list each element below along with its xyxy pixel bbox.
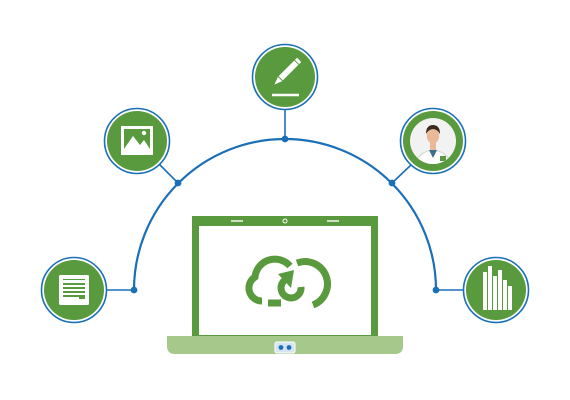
bar-chart-icon bbox=[483, 266, 512, 310]
node-doctor[interactable] bbox=[399, 107, 467, 175]
node-image[interactable] bbox=[103, 107, 171, 175]
document-icon bbox=[59, 275, 89, 305]
connector-image bbox=[157, 162, 179, 184]
node-edit[interactable] bbox=[251, 43, 319, 111]
laptop-hinge-badge bbox=[274, 341, 296, 354]
junction-dot-chart bbox=[432, 286, 440, 294]
image-icon bbox=[121, 126, 153, 155]
junction-dot-doctor bbox=[388, 179, 396, 187]
junction-dot-document bbox=[130, 286, 138, 294]
pencil-edit-icon bbox=[272, 57, 302, 97]
cloud-sync-icon bbox=[245, 255, 331, 309]
node-chart[interactable] bbox=[462, 256, 530, 324]
node-document[interactable] bbox=[40, 256, 108, 324]
webcam-icon bbox=[282, 218, 288, 224]
connector-doctor bbox=[391, 164, 412, 184]
junction-dot-edit bbox=[281, 135, 289, 143]
junction-dot-image bbox=[174, 179, 182, 187]
connectors bbox=[105, 108, 465, 294]
